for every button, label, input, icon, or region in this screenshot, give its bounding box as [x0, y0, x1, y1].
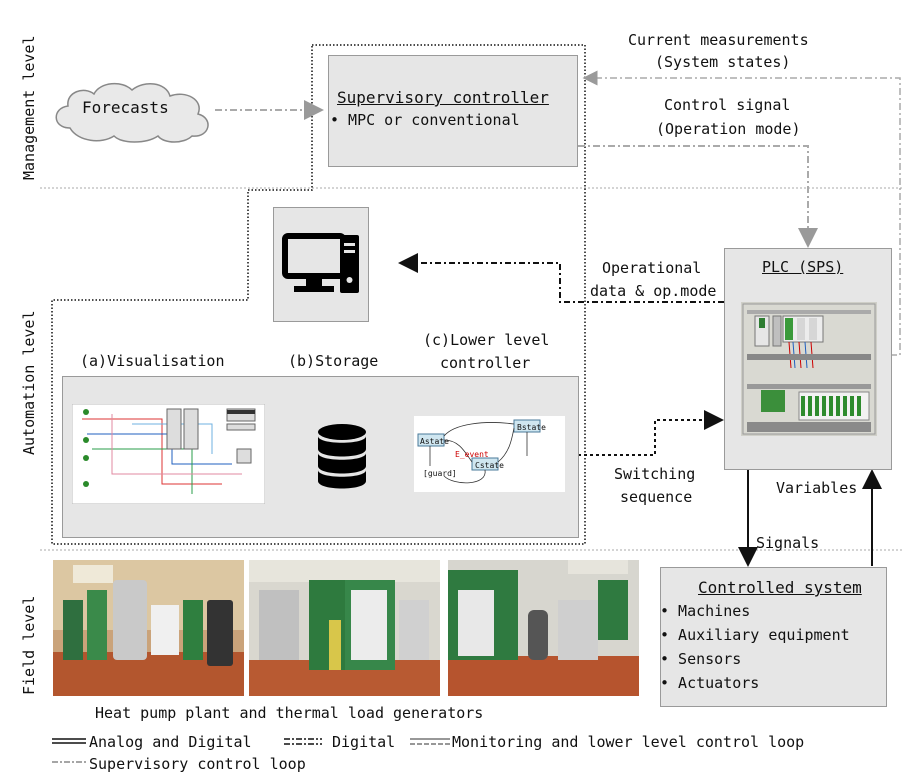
field-photo-test-stand	[448, 560, 639, 696]
plc-cabinet-photo	[741, 302, 877, 436]
database-icon	[318, 424, 366, 489]
signals-label: Signals	[756, 534, 820, 552]
legend-analog-digital: Analog and Digital	[89, 733, 252, 751]
controlled-system-box	[660, 567, 887, 707]
photos-caption: Heat pump plant and thermal load generat…	[95, 704, 484, 722]
computer-icon	[282, 233, 359, 293]
controlled-system-title: Controlled system	[698, 578, 862, 597]
controller-label: controller	[440, 354, 531, 372]
state-c: Cstate	[475, 461, 504, 470]
measurements-loop	[582, 70, 901, 356]
legend-digital: Digital	[332, 733, 396, 751]
legend-monitoring: Monitoring and lower level control loop	[452, 733, 805, 751]
visualisation-label: (a)Visualisation	[80, 352, 225, 370]
event-label: E_event	[455, 450, 489, 459]
lower-level-label: (c)Lower level	[423, 331, 550, 349]
plc-title: PLC (SPS)	[762, 258, 844, 276]
variables-label: Variables	[776, 479, 858, 497]
controlled-item-sensors: • Sensors	[660, 650, 742, 668]
legend-supervisory: Supervisory control loop	[89, 755, 306, 773]
controlled-item-auxiliary: • Auxiliary equipment	[660, 626, 850, 644]
control-signal-arrow	[578, 145, 818, 248]
guard-label: [guard]	[423, 469, 457, 478]
controlled-item-machines: • Machines	[660, 602, 751, 620]
switching-label: Switching	[614, 465, 696, 483]
operational-label: Operational	[602, 259, 702, 277]
legend-digital-line	[284, 738, 322, 745]
storage-label: (b)Storage	[288, 352, 379, 370]
system-states-label: (System states)	[655, 53, 791, 71]
op-mode-label: data & op.mode	[590, 282, 717, 300]
supervisory-controller-box	[328, 55, 578, 167]
supervisory-title: Supervisory controller	[337, 88, 549, 107]
state-a: Astate	[420, 437, 449, 446]
forecasts-cloud	[55, 82, 209, 143]
legend-analog-digital-line	[52, 738, 86, 744]
current-measurements-label: Current measurements	[628, 31, 809, 49]
state-b: Bstate	[517, 423, 546, 432]
field-photo-load-generators	[249, 560, 440, 696]
field-photo-heat-pump	[53, 560, 244, 696]
legend-monitoring-line	[410, 738, 450, 745]
sequence-label: sequence	[620, 488, 693, 506]
operation-mode-label: (Operation mode)	[656, 120, 801, 138]
switching-arrow	[578, 410, 724, 456]
controlled-item-actuators: • Actuators	[660, 674, 760, 692]
supervisory-bullet: • MPC or conventional	[330, 111, 520, 129]
control-signal-label: Control signal	[664, 96, 791, 114]
forecasts-label: Forecasts	[82, 98, 169, 117]
visualisation-screenshot	[72, 404, 265, 504]
state-diagram	[414, 416, 565, 492]
operational-data-arrow	[398, 253, 724, 303]
automation-boundary	[51, 44, 586, 545]
